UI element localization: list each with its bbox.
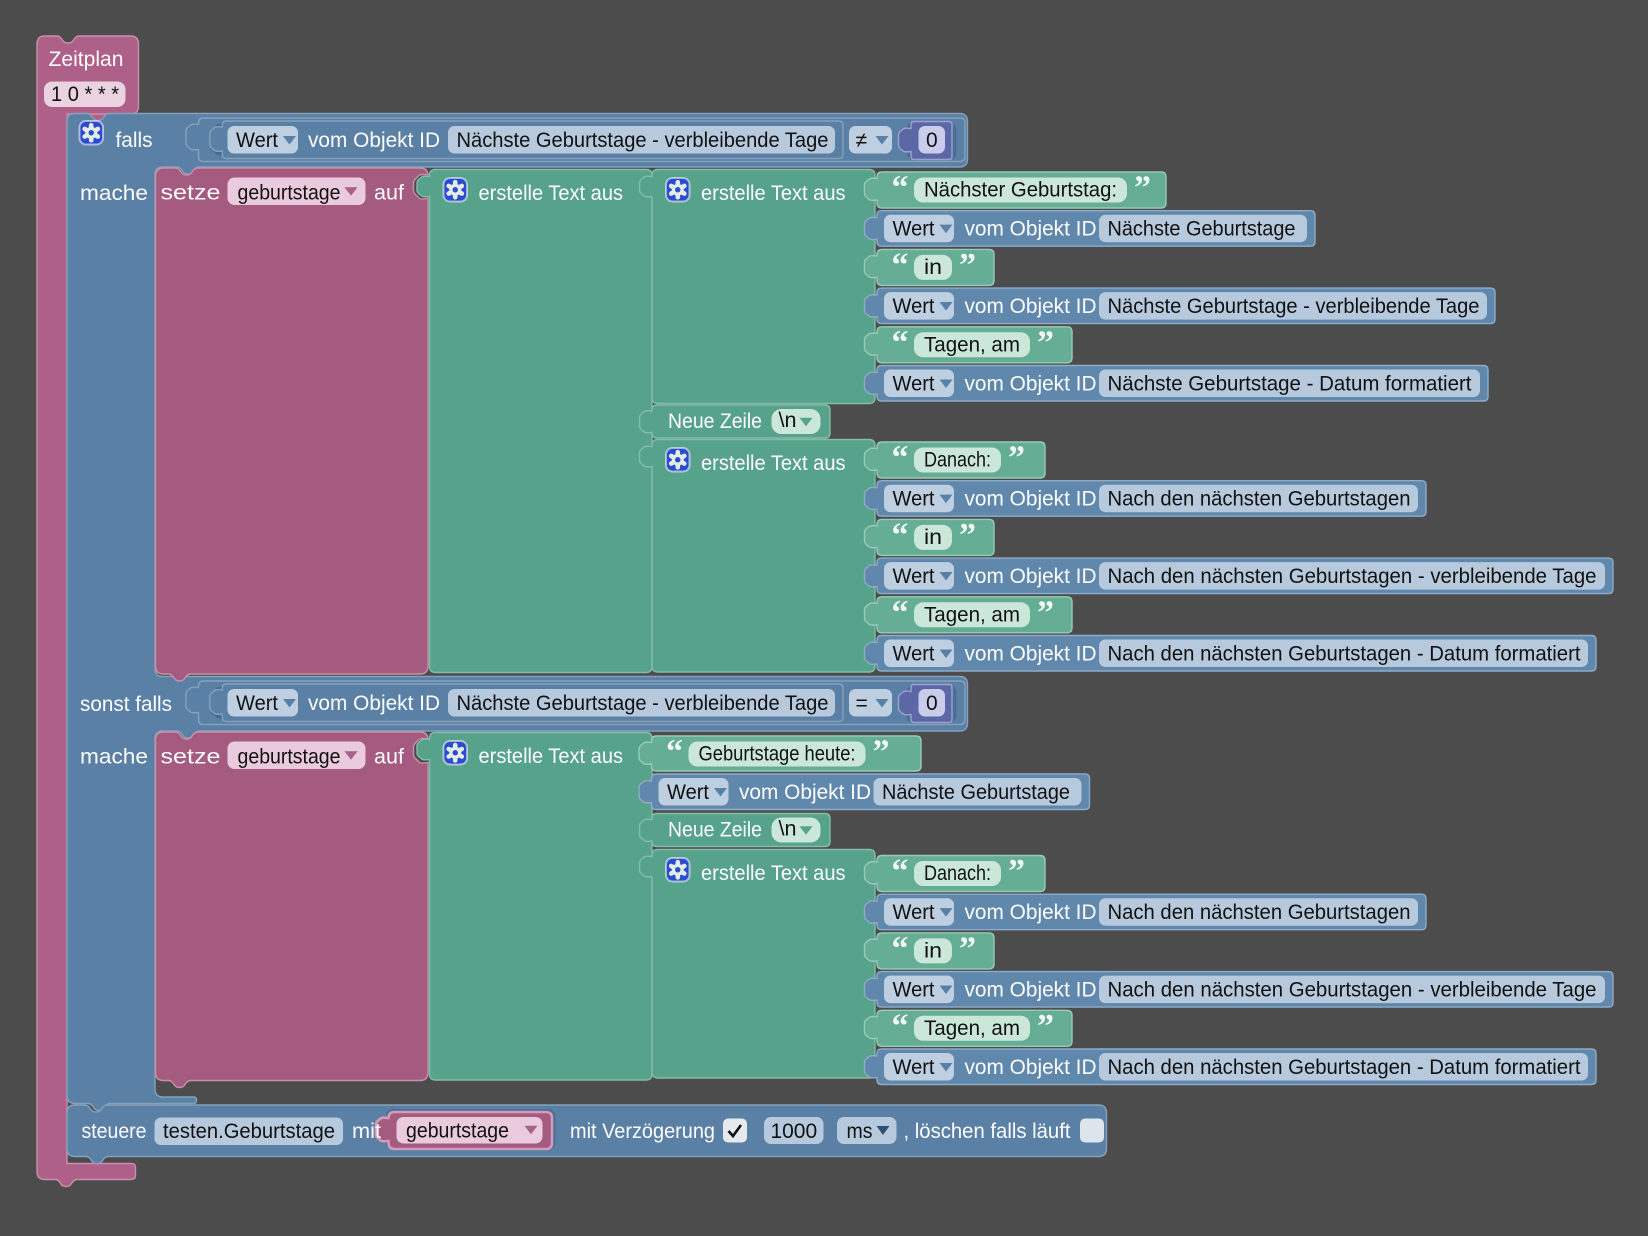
svg-text:Nach den nächsten Geburtstagen: Nach den nächsten Geburtstagen - verblei… <box>1108 565 1597 588</box>
svg-text:Neue Zeile: Neue Zeile <box>668 410 762 433</box>
svg-text:”: ” <box>959 517 976 554</box>
svg-text:testen.Geburtstage: testen.Geburtstage <box>163 1120 335 1143</box>
svg-text:Wert: Wert <box>893 643 935 666</box>
svg-text:”: ” <box>873 734 890 771</box>
svg-text:”: ” <box>959 930 976 967</box>
svg-text:setze: setze <box>161 746 221 769</box>
svg-text:vom Objekt ID: vom Objekt ID <box>965 643 1097 666</box>
svg-text:\n: \n <box>779 409 797 432</box>
svg-text:Tagen, am: Tagen, am <box>924 333 1020 356</box>
svg-text:vom Objekt ID: vom Objekt ID <box>965 1056 1097 1079</box>
svg-text:1000: 1000 <box>770 1120 817 1143</box>
svg-text:“: “ <box>892 324 909 361</box>
svg-text:Nach den nächsten Geburtstagen: Nach den nächsten Geburtstagen <box>1108 901 1411 924</box>
svg-text:Nächste Geburtstage - verbleib: Nächste Geburtstage - verbleibende Tage <box>457 129 829 152</box>
svg-text:”: ” <box>1008 440 1025 477</box>
svg-text:Wert: Wert <box>893 218 935 241</box>
svg-text:mache: mache <box>80 182 148 205</box>
svg-text:=: = <box>856 692 868 715</box>
svg-text:Tagen, am: Tagen, am <box>924 603 1020 626</box>
svg-text:“: “ <box>892 1008 909 1045</box>
svg-text:“: “ <box>666 734 683 771</box>
svg-text:Nächste Geburtstage: Nächste Geburtstage <box>1108 218 1296 241</box>
svg-text:erstelle Text aus: erstelle Text aus <box>479 745 624 768</box>
svg-text:vom Objekt ID: vom Objekt ID <box>965 373 1097 396</box>
svg-text:in: in <box>924 526 942 549</box>
svg-text:Nach den nächsten Geburtstagen: Nach den nächsten Geburtstagen <box>1108 488 1411 511</box>
svg-text:Geburtstage heute:: Geburtstage heute: <box>699 743 856 766</box>
svg-text:Nächster Geburtstag:: Nächster Geburtstag: <box>924 179 1117 202</box>
svg-text:mit: mit <box>352 1120 381 1143</box>
svg-text:Wert: Wert <box>893 488 935 511</box>
svg-text:Tagen, am: Tagen, am <box>924 1017 1020 1040</box>
svg-text:0: 0 <box>926 692 938 715</box>
svg-text:vom Objekt ID: vom Objekt ID <box>965 979 1097 1002</box>
svg-text:≠: ≠ <box>856 129 868 152</box>
svg-text:”: ” <box>1037 1008 1054 1045</box>
svg-text:erstelle Text aus: erstelle Text aus <box>701 862 846 885</box>
svg-text:“: “ <box>892 247 909 284</box>
svg-text:”: ” <box>1134 170 1151 207</box>
svg-text:”: ” <box>1037 324 1054 361</box>
svg-text:Neue Zeile: Neue Zeile <box>668 819 762 842</box>
svg-text:vom Objekt ID: vom Objekt ID <box>965 218 1097 241</box>
svg-text:Wert: Wert <box>236 692 278 715</box>
svg-text:in: in <box>924 939 942 962</box>
svg-text:Nach den nächsten Geburtstagen: Nach den nächsten Geburtstagen - Datum f… <box>1108 1056 1581 1079</box>
svg-text:Wert: Wert <box>893 979 935 1002</box>
svg-text:auf: auf <box>374 182 404 205</box>
svg-text:”: ” <box>1037 594 1054 631</box>
svg-text:geburtstage: geburtstage <box>238 182 341 205</box>
svg-text:Wert: Wert <box>236 129 278 152</box>
svg-text:auf: auf <box>374 746 404 769</box>
svg-text:Nächste Geburtstage - Datum fo: Nächste Geburtstage - Datum formatiert <box>1108 373 1472 396</box>
svg-text:erstelle Text aus: erstelle Text aus <box>701 182 846 205</box>
svg-text:ms: ms <box>847 1120 873 1143</box>
svg-text:Wert: Wert <box>667 781 709 804</box>
svg-text:0: 0 <box>926 129 938 152</box>
svg-text:vom Objekt ID: vom Objekt ID <box>965 901 1097 924</box>
svg-text:Zeitplan: Zeitplan <box>49 48 124 71</box>
svg-text:“: “ <box>892 517 909 554</box>
svg-text:“: “ <box>892 930 909 967</box>
svg-text:vom Objekt ID: vom Objekt ID <box>308 129 440 152</box>
svg-text:mache: mache <box>80 746 148 769</box>
svg-text:geburtstage: geburtstage <box>238 746 341 769</box>
svg-text:Wert: Wert <box>893 1056 935 1079</box>
svg-text:vom Objekt ID: vom Objekt ID <box>965 488 1097 511</box>
svg-text:Nächste Geburtstage: Nächste Geburtstage <box>882 781 1070 804</box>
svg-text:Nächste Geburtstage - verbleib: Nächste Geburtstage - verbleibende Tage <box>1108 295 1480 318</box>
svg-text:falls: falls <box>116 129 153 152</box>
svg-text:”: ” <box>959 247 976 284</box>
svg-text:mit Verzögerung: mit Verzögerung <box>570 1120 715 1143</box>
svg-text:steuere: steuere <box>82 1120 147 1143</box>
svg-text:vom Objekt ID: vom Objekt ID <box>739 781 871 804</box>
svg-text:\n: \n <box>779 818 797 841</box>
svg-text:Wert: Wert <box>893 295 935 318</box>
svg-text:“: “ <box>892 170 909 207</box>
svg-text:in: in <box>924 256 942 279</box>
svg-text:Nach den nächsten Geburtstagen: Nach den nächsten Geburtstagen - Datum f… <box>1108 643 1581 666</box>
svg-text:vom Objekt ID: vom Objekt ID <box>965 565 1097 588</box>
svg-text:erstelle Text aus: erstelle Text aus <box>701 452 846 475</box>
svg-text:erstelle Text aus: erstelle Text aus <box>479 182 624 205</box>
svg-text:”: ” <box>1008 853 1025 890</box>
svg-text:Nach den nächsten Geburtstagen: Nach den nächsten Geburtstagen - verblei… <box>1108 979 1597 1002</box>
svg-text:“: “ <box>892 594 909 631</box>
svg-text:Danach:: Danach: <box>924 862 991 885</box>
svg-text:, löschen falls läuft: , löschen falls läuft <box>904 1120 1071 1143</box>
svg-text:setze: setze <box>161 182 221 205</box>
svg-text:“: “ <box>892 853 909 890</box>
svg-text:vom Objekt ID: vom Objekt ID <box>308 692 440 715</box>
svg-text:Wert: Wert <box>893 373 935 396</box>
svg-text:geburtstage: geburtstage <box>406 1120 509 1143</box>
svg-text:“: “ <box>892 440 909 477</box>
svg-text:vom Objekt ID: vom Objekt ID <box>965 295 1097 318</box>
svg-text:Wert: Wert <box>893 565 935 588</box>
svg-text:1 0 * * *: 1 0 * * * <box>51 83 119 106</box>
svg-text:Wert: Wert <box>893 901 935 924</box>
svg-text:sonst falls: sonst falls <box>80 693 172 716</box>
svg-text:Nächste Geburtstage - verbleib: Nächste Geburtstage - verbleibende Tage <box>457 692 829 715</box>
svg-text:Danach:: Danach: <box>924 449 991 472</box>
